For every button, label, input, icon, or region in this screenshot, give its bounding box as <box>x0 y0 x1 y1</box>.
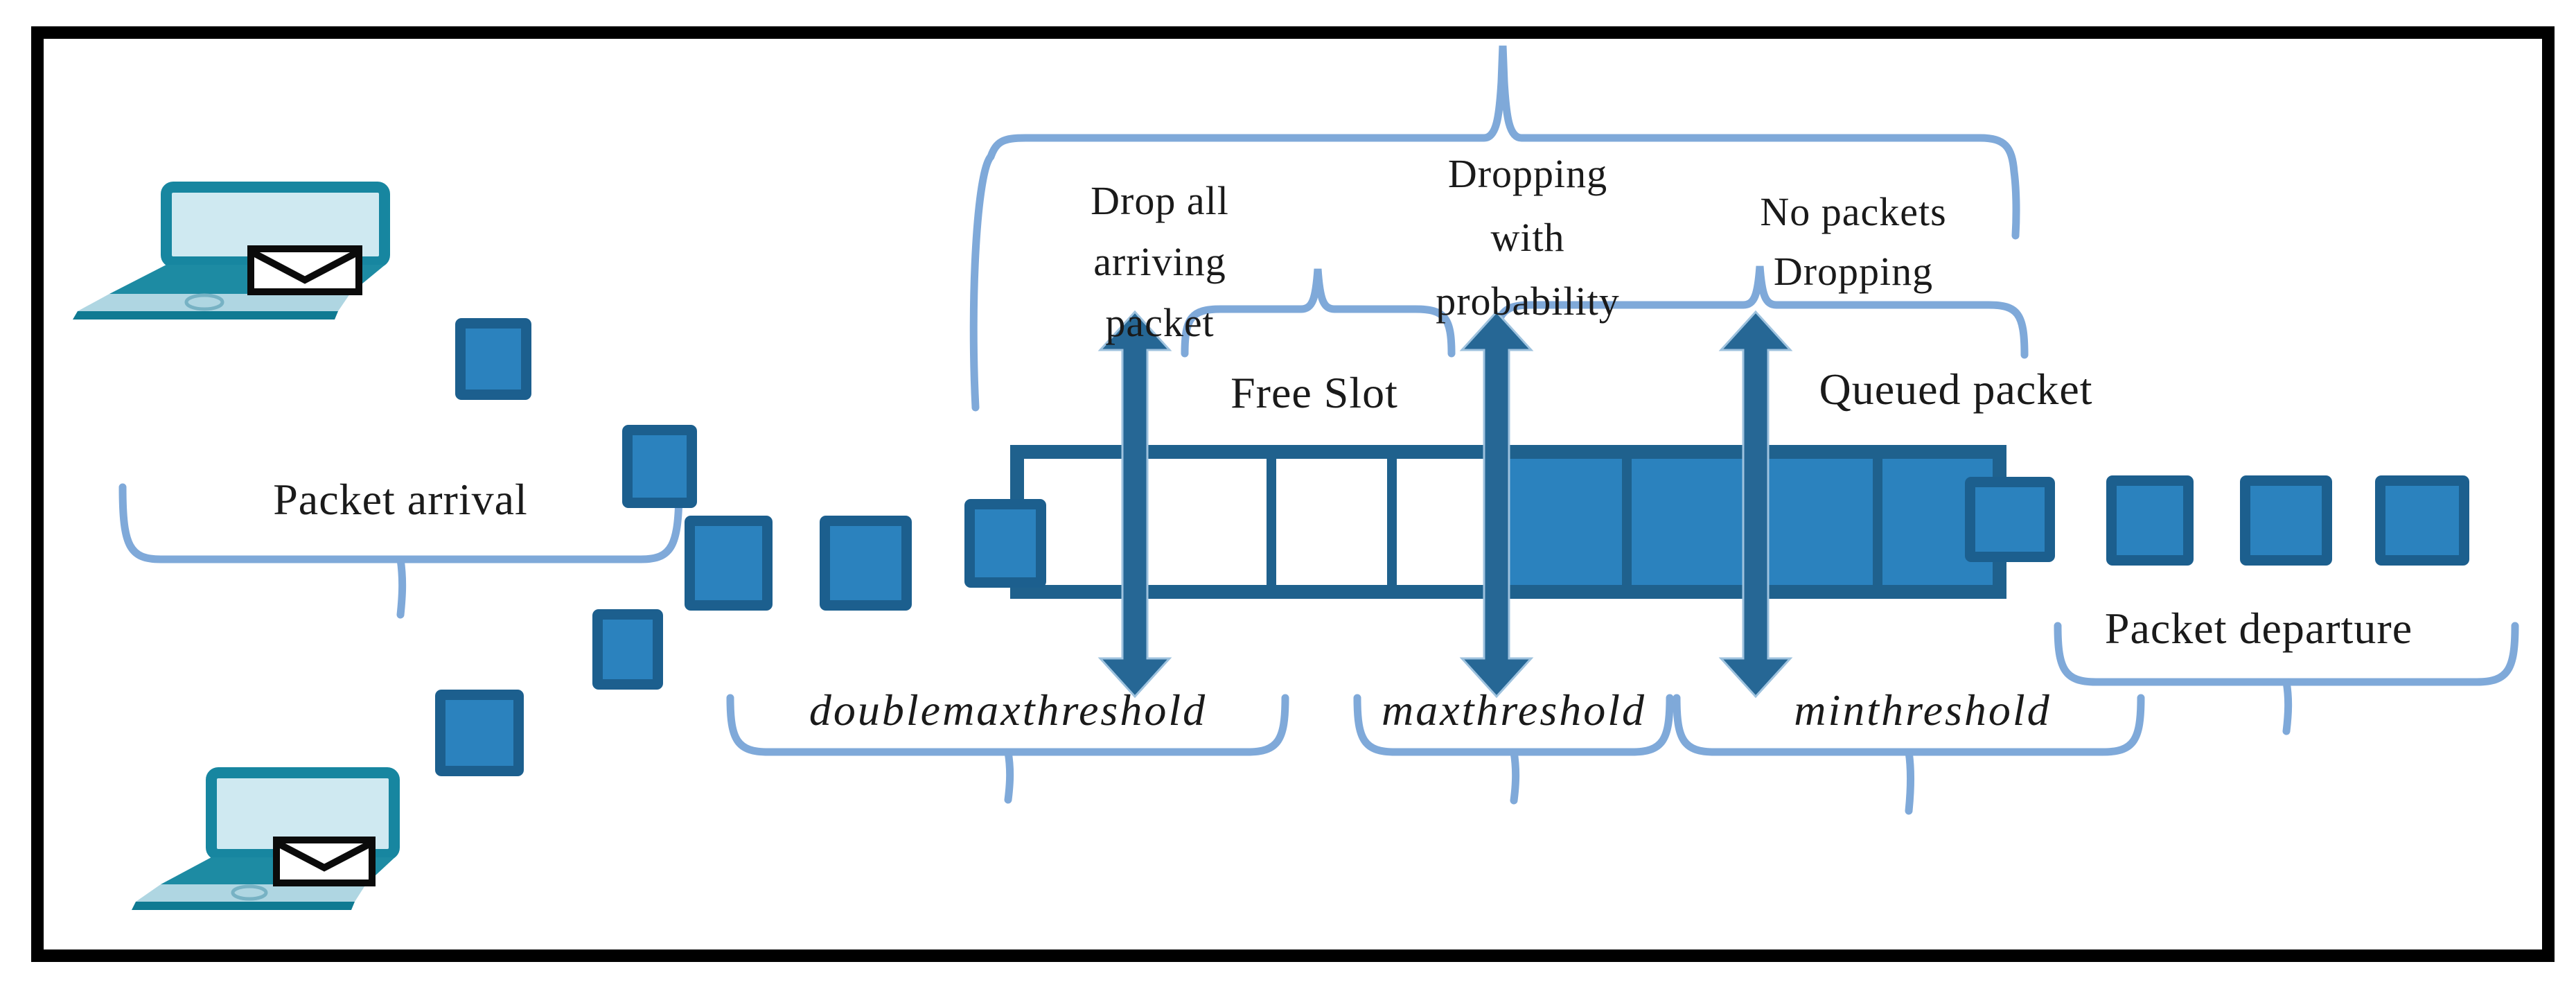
departing-packet <box>2240 475 2332 566</box>
envelope-flap <box>277 841 371 872</box>
threshold-arrows <box>1097 310 1793 699</box>
arriving-packet-entering-queue <box>964 499 1046 588</box>
arriving-packet <box>685 516 773 611</box>
label-minthreshold: minthreshold <box>1794 685 2052 735</box>
label-drop-all-arriving-packet: Drop all arriving packet <box>987 170 1333 353</box>
doublemaxthreshold-arrow <box>1097 310 1172 699</box>
braces-layer <box>118 45 2519 815</box>
label-line: Dropping <box>1773 249 1934 294</box>
envelope-flap <box>252 250 358 284</box>
label-line: No packets <box>1760 189 1947 234</box>
label-packet-arrival: Packet arrival <box>273 475 528 524</box>
free-slot-brace <box>1181 268 1456 358</box>
departing-packet <box>2106 475 2194 566</box>
arriving-packet <box>820 516 912 611</box>
label-dropping-with-probability: Dropping with probability <box>1355 142 1701 333</box>
packet-arrival-brace-tail <box>396 555 407 619</box>
laptop-base-rim <box>132 902 355 910</box>
arriving-packet <box>455 318 531 400</box>
departing-packet-leaving-queue <box>1965 477 2055 562</box>
envelope-icon <box>247 245 362 295</box>
laptop-base-rim <box>73 311 338 320</box>
label-line: Drop all <box>1091 178 1229 223</box>
top-group-brace <box>969 45 2020 412</box>
packet-departure-brace-tail <box>2282 678 2293 735</box>
doublemax-brace-tail <box>1004 748 1014 804</box>
label-line: packet <box>1105 300 1215 345</box>
label-packet-departure: Packet departure <box>2104 604 2413 653</box>
label-line: with <box>1490 215 1565 260</box>
maxthreshold-arrow <box>1459 310 1534 699</box>
minthreshold-arrow <box>1718 310 1793 699</box>
arriving-packet <box>592 609 663 690</box>
label-queued-packet: Queued packet <box>1819 365 2093 414</box>
queued-packet-brace <box>1491 265 2029 359</box>
diagram-border <box>31 26 2555 962</box>
laptop-icon-bottom <box>132 767 400 910</box>
laptop-trackpad <box>184 293 224 311</box>
label-free-slot: Free Slot <box>1230 368 1398 417</box>
laptop-trackpad <box>231 884 268 901</box>
arriving-packet <box>435 690 524 776</box>
label-doublemaxthreshold: doublemaxthreshold <box>809 685 1208 735</box>
label-no-packets-dropping: No packets Dropping <box>1680 182 2027 301</box>
min-brace-tail <box>1905 748 1915 815</box>
laptop-deck <box>78 294 350 311</box>
label-maxthreshold: maxthreshold <box>1381 685 1647 735</box>
label-line: arriving <box>1093 239 1226 284</box>
departing-packet <box>2375 475 2469 566</box>
laptop-icon-top <box>73 182 390 320</box>
laptop-deck <box>136 884 366 902</box>
arriving-packet <box>622 425 697 508</box>
label-line: Dropping <box>1447 151 1608 196</box>
label-line: probability <box>1436 279 1620 324</box>
max-brace-tail <box>1510 748 1520 805</box>
